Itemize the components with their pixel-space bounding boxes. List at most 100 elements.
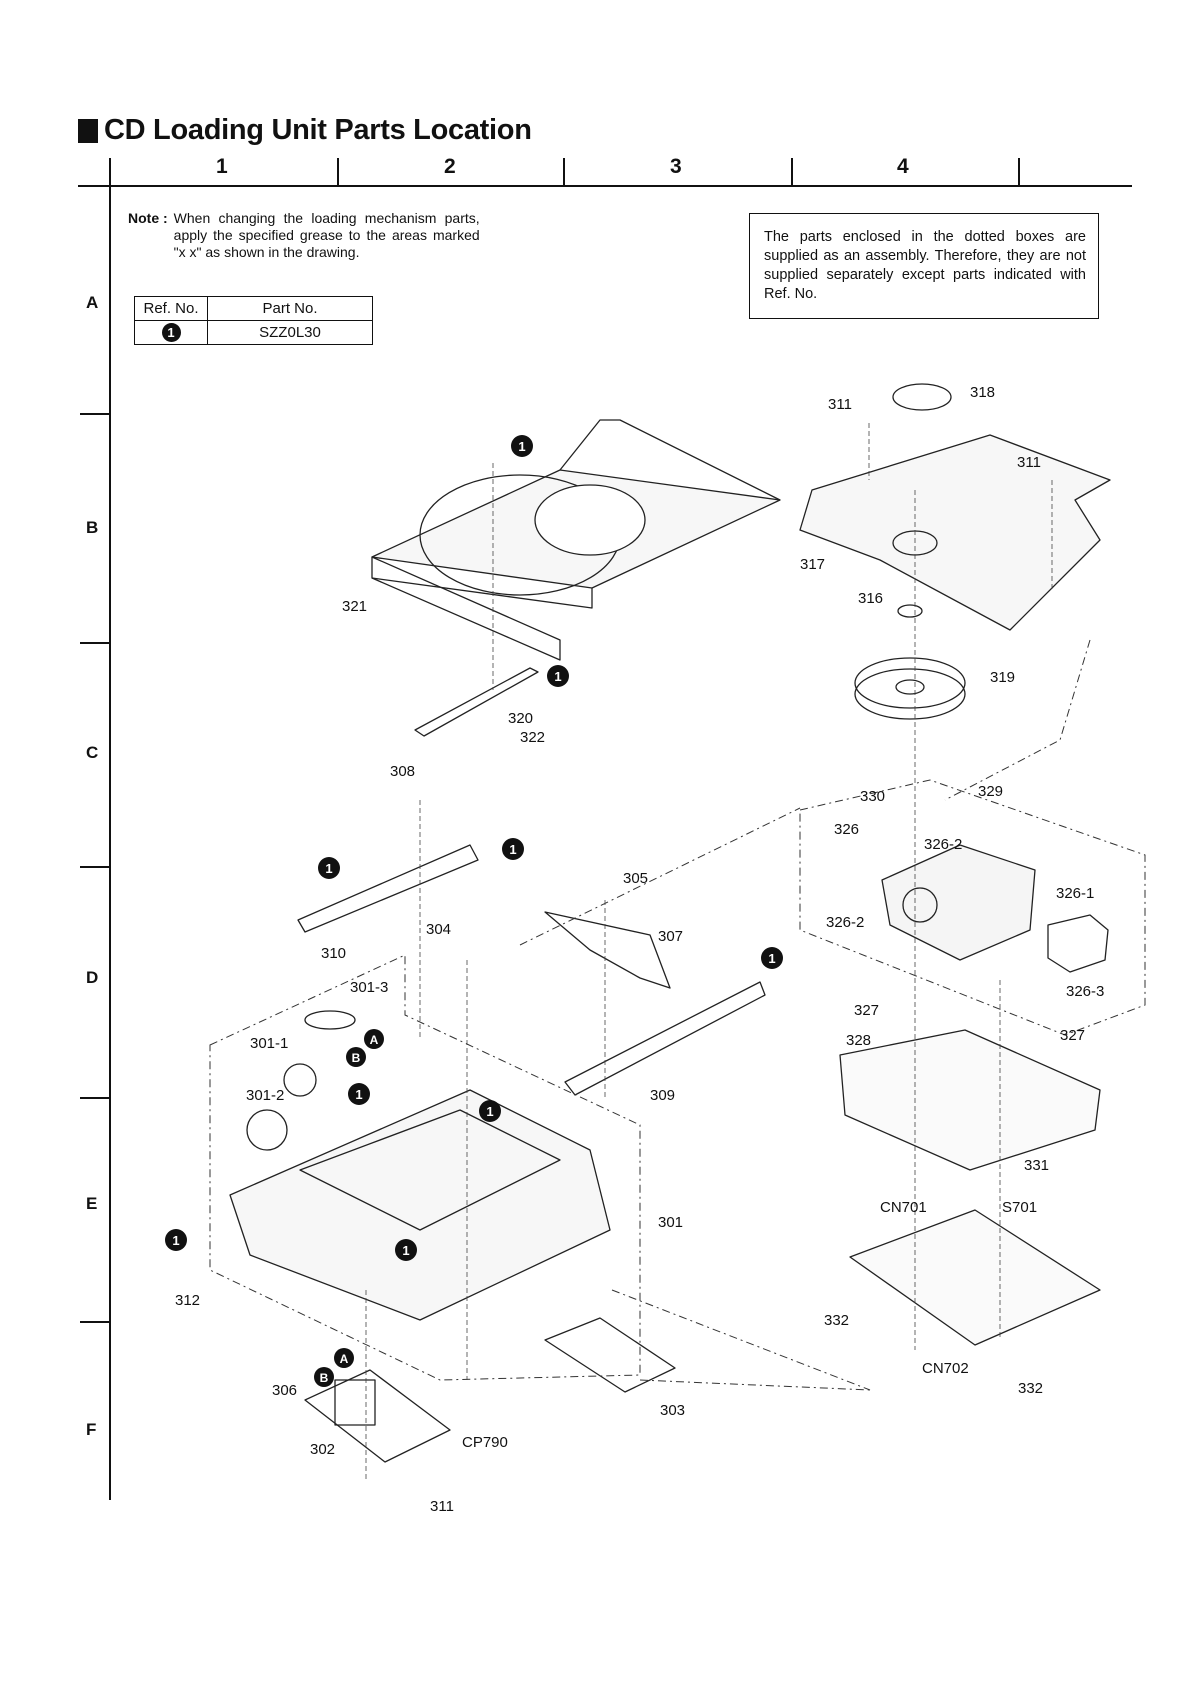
part-label: 330 (860, 788, 885, 805)
row-label: C (86, 743, 99, 762)
part-label: 305 (623, 870, 648, 887)
grease-type-marker-label: B (320, 1371, 329, 1385)
disc-tray-drawing (371, 419, 781, 661)
slide-plate-drawing (564, 981, 766, 1096)
part-label: 312 (175, 1292, 200, 1309)
note: Note : When changing the loading mechanis… (128, 210, 508, 261)
part-label: 320 (508, 710, 533, 727)
part-label: 321 (342, 598, 367, 615)
part-label: 301-2 (246, 1087, 284, 1104)
part-label: 316 (858, 590, 883, 607)
part-label: 322 (520, 729, 545, 746)
part-label: CP790 (462, 1434, 508, 1451)
grease-mark-icon (348, 1083, 370, 1105)
base-chassis-drawing (229, 1089, 611, 1321)
grease-mark-label: 1 (172, 1233, 179, 1248)
part-label: 304 (426, 921, 451, 938)
page-title: CD Loading Unit Parts Location (78, 114, 532, 147)
grease-mark-label: 1 (554, 669, 561, 684)
grease-mark-label: 1 (486, 1104, 493, 1119)
ref-header: Ref. No. (134, 296, 208, 321)
title-bullet (78, 118, 98, 143)
grease-mark-icon (502, 838, 524, 860)
grease-mark-icon (165, 1229, 187, 1251)
gear-drawings (246, 1010, 356, 1151)
part-label: 332 (824, 1312, 849, 1329)
grease-mark-badge: 1 (161, 323, 181, 342)
note-text: When changing the loading mechanism part… (173, 210, 480, 260)
part-label: 301-1 (250, 1035, 288, 1052)
pickup-frame-drawing (839, 1029, 1101, 1171)
part-label: 319 (990, 669, 1015, 686)
part-cell: SZZ0L30 (207, 320, 373, 345)
grease-mark-label: 1 (325, 861, 332, 876)
row-label: E (86, 1194, 98, 1213)
grease-mark-icon (479, 1100, 501, 1122)
part-label: 311 (828, 396, 852, 413)
turntable-drawing (854, 657, 966, 720)
grease-mark-label: 1 (518, 439, 525, 454)
grease-type-marker-icon (346, 1047, 366, 1067)
part-label: 327 (854, 1002, 879, 1019)
chassis-plate-drawing (799, 383, 1111, 631)
cover-plate-drawing (544, 1317, 676, 1393)
grease-mark-icon (547, 665, 569, 687)
part-label: 308 (390, 763, 415, 780)
part-label: 328 (846, 1032, 871, 1049)
part-label: 318 (970, 384, 995, 401)
grease-type-marker-icon (364, 1029, 384, 1049)
grease-type-marker-icon (314, 1367, 334, 1387)
grease-type-marker-label: A (370, 1033, 379, 1047)
note-label: Note : (128, 210, 168, 226)
part-label: 331 (1024, 1157, 1049, 1174)
part-label: S701 (1002, 1199, 1037, 1216)
row-label: A (86, 293, 99, 312)
part-label: 326-2 (826, 914, 864, 931)
column-label: 1 (216, 155, 228, 178)
pickup-drawing (881, 844, 1109, 973)
motor-drawing (304, 1369, 451, 1463)
part-label: 310 (321, 945, 346, 962)
grease-mark-icon (318, 857, 340, 879)
part-label: 306 (272, 1382, 297, 1399)
part-label: 326-2 (924, 836, 962, 853)
part-label: 317 (800, 556, 825, 573)
part-label: CN702 (922, 1360, 969, 1377)
row-label: B (86, 518, 99, 537)
part-label: 301 (658, 1214, 683, 1231)
grease-mark-label: 1 (768, 951, 775, 966)
slider-drawing (414, 667, 539, 737)
grease-mark-icon (761, 947, 783, 969)
part-label: 326 (834, 821, 859, 838)
assembly-note-box: The parts enclosed in the dotted boxes a… (749, 213, 1099, 319)
grease-mark-label: 1 (355, 1087, 362, 1102)
row-label: D (86, 968, 99, 987)
ref-cell: 1 (134, 320, 208, 345)
part-label: 332 (1018, 1380, 1043, 1397)
part-label: 303 (660, 1402, 685, 1419)
ref-table: Ref. No. Part No. 1 SZZ0L30 (134, 296, 373, 345)
column-label: 4 (897, 155, 909, 178)
row-label: F (86, 1420, 97, 1439)
grease-mark-icon (511, 435, 533, 457)
part-label: 307 (658, 928, 683, 945)
grease-mark-label: 1 (402, 1243, 409, 1258)
lever-drawing (544, 911, 671, 989)
grease-type-marker-icon (334, 1348, 354, 1368)
part-label: 311 (1017, 454, 1041, 471)
part-label: 302 (310, 1441, 335, 1458)
part-label: 327 (1060, 1027, 1085, 1044)
pcb-drawing (849, 1209, 1101, 1346)
part-label: 301-3 (350, 979, 388, 996)
cam-drawing (297, 844, 479, 933)
column-label: 2 (444, 155, 456, 178)
grease-mark-icon (395, 1239, 417, 1261)
part-label: CN701 (880, 1199, 927, 1216)
part-label: 326-1 (1056, 885, 1094, 902)
part-label: 326-3 (1066, 983, 1104, 1000)
grease-type-marker-label: B (352, 1051, 361, 1065)
